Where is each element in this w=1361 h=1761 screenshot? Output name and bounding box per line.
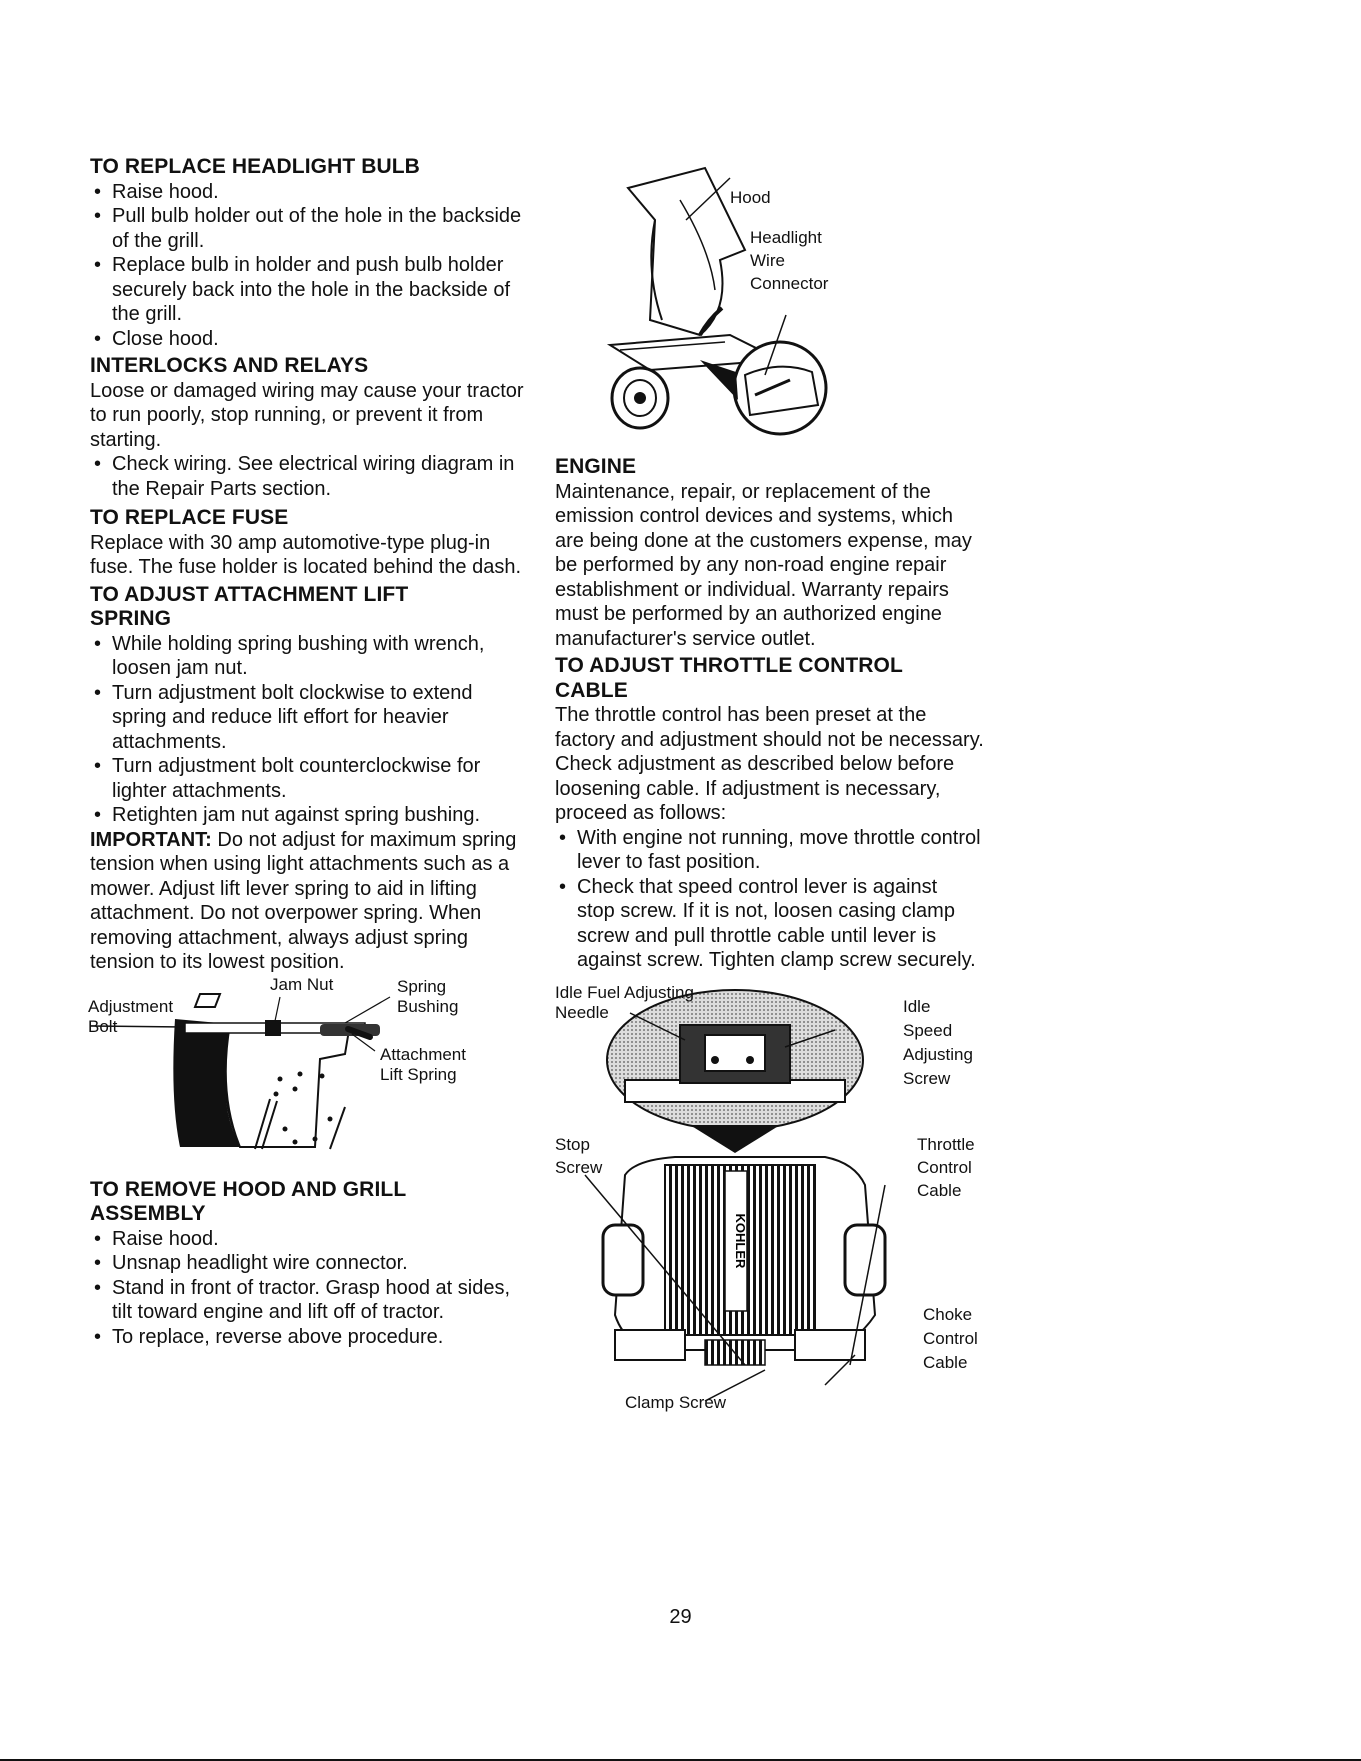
lift-spring-illustration: [90, 992, 391, 1149]
label-bolt: Bolt: [88, 1016, 118, 1036]
headlight-section: TO REPLACE HEADLIGHT BULB Raise hood. Pu…: [90, 155, 530, 351]
important-note: IMPORTANT: Do not adjust for maximum spr…: [90, 828, 530, 975]
label-jam-nut: Jam Nut: [270, 974, 334, 994]
hood-grill-section: TO REMOVE HOOD AND GRILL ASSEMBLY Raise …: [90, 1178, 530, 1350]
important-label: IMPORTANT:: [90, 828, 212, 851]
list-item: Close hood.: [90, 327, 530, 352]
list-item: Retighten jam nut against spring bushing…: [90, 803, 502, 828]
list-item: Unsnap headlight wire connector.: [90, 1251, 530, 1276]
engine-heading: ENGINE: [555, 455, 637, 478]
interlocks-heading: INTERLOCKS AND RELAYS: [90, 354, 369, 377]
hood-grill-heading: TO REMOVE HOOD AND GRILL ASSEMBLY: [90, 1177, 406, 1226]
engine-figure: KOHLER Idle Fuel Adjusting Needle Idle S…: [555, 982, 1005, 1435]
label-bushing: Bushing: [397, 996, 459, 1016]
list-item: While holding spring bushing with wrench…: [90, 632, 530, 681]
list-item: Raise hood.: [90, 180, 530, 205]
label-adjustment: Adjustment: [88, 996, 174, 1016]
list-item: Turn adjustment bolt counterclockwise fo…: [90, 754, 530, 803]
label-wire: Wire: [750, 251, 785, 270]
list-item: Check that speed control lever is agains…: [555, 875, 977, 973]
left-column: TO REPLACE HEADLIGHT BULB Raise hood. Pu…: [88, 155, 530, 1350]
fuse-text: Replace with 30 amp automotive-type plug…: [90, 531, 522, 579]
label-control: Control: [917, 1157, 972, 1177]
fuse-heading: TO REPLACE FUSE: [90, 506, 289, 529]
list-item: Pull bulb holder out of the hole in the …: [90, 204, 530, 253]
label-hood: Hood: [730, 188, 771, 207]
label-clamp-screw: Clamp Screw: [625, 1392, 727, 1412]
list-item: Raise hood.: [90, 1227, 530, 1252]
list-item: With engine not running, move throttle c…: [555, 826, 997, 875]
page-bottom-rule: [0, 1759, 1361, 1761]
label-stop-screw: Screw: [555, 1157, 603, 1177]
throttle-text: The throttle control has been preset at …: [555, 704, 984, 824]
kohler-brand-text: KOHLER: [733, 1213, 748, 1269]
engine-illustration: KOHLER: [584, 988, 887, 1402]
label-lift-spring: Lift Spring: [380, 1064, 457, 1084]
hood-grill-steps: Raise hood. Unsnap headlight wire connec…: [90, 1227, 530, 1350]
label-headlight: Headlight: [750, 228, 822, 247]
hood-figure: Hood Headlight Wire Connector: [550, 160, 990, 460]
engine-text: Maintenance, repair, or replacement of t…: [555, 480, 972, 650]
headlight-heading: TO REPLACE HEADLIGHT BULB: [90, 155, 420, 178]
list-item: To replace, reverse above procedure.: [90, 1325, 530, 1350]
label-idle-fuel: Idle Fuel Adjusting: [555, 982, 694, 1002]
label-screw: Screw: [903, 1068, 951, 1088]
lift-spring-heading: TO ADJUST ATTACHMENT LIFT SPRING: [90, 582, 409, 631]
throttle-section: TO ADJUST THROTTLE CONTROL CABLE The thr…: [555, 654, 995, 973]
hood-illustration: [606, 166, 828, 436]
right-column: Hood Headlight Wire Connector ENGINE Mai…: [555, 166, 995, 1435]
lift-spring-section: TO ADJUST ATTACHMENT LIFT SPRING While h…: [90, 583, 530, 975]
label-connector: Connector: [750, 274, 829, 293]
label-spring: Spring: [397, 976, 447, 996]
list-item: Replace bulb in holder and push bulb hol…: [90, 253, 530, 327]
headlight-steps: Raise hood. Pull bulb holder out of the …: [90, 180, 530, 352]
label-choke: Choke: [923, 1304, 973, 1324]
engine-section: ENGINE Maintenance, repair, or replaceme…: [555, 455, 995, 651]
page-number: 29: [669, 1606, 692, 1628]
label-adjusting: Adjusting: [903, 1044, 973, 1064]
label-cable: Cable: [917, 1180, 962, 1200]
list-item: Check wiring. See electrical wiring diag…: [90, 452, 530, 501]
interlocks-steps: Check wiring. See electrical wiring diag…: [90, 452, 530, 501]
label-idle: Idle: [903, 996, 931, 1016]
label-stop: Stop: [555, 1134, 590, 1154]
list-item: Turn adjustment bolt clockwise to extend…: [90, 681, 530, 755]
label-choke-cable: Cable: [923, 1352, 968, 1372]
label-attachment: Attachment: [380, 1044, 466, 1064]
label-choke-control: Control: [923, 1328, 978, 1348]
label-throttle: Throttle: [917, 1134, 975, 1154]
label-speed: Speed: [903, 1020, 953, 1040]
list-item: Stand in front of tractor. Grasp hood at…: [90, 1276, 512, 1325]
important-text: Do not adjust for maximum spring tension…: [90, 828, 517, 974]
throttle-steps: With engine not running, move throttle c…: [555, 826, 995, 973]
interlocks-text: Loose or damaged wiring may cause your t…: [90, 379, 524, 451]
throttle-heading: TO ADJUST THROTTLE CONTROL CABLE: [555, 654, 903, 702]
lift-spring-steps: While holding spring bushing with wrench…: [90, 632, 530, 828]
fuse-section: TO REPLACE FUSE Replace with 30 amp auto…: [90, 506, 530, 580]
lift-spring-figure: Adjustment Bolt Jam Nut Spring Bushing A…: [88, 975, 530, 1164]
interlocks-section: INTERLOCKS AND RELAYS Loose or damaged w…: [90, 354, 530, 501]
label-needle: Needle: [555, 1002, 609, 1022]
